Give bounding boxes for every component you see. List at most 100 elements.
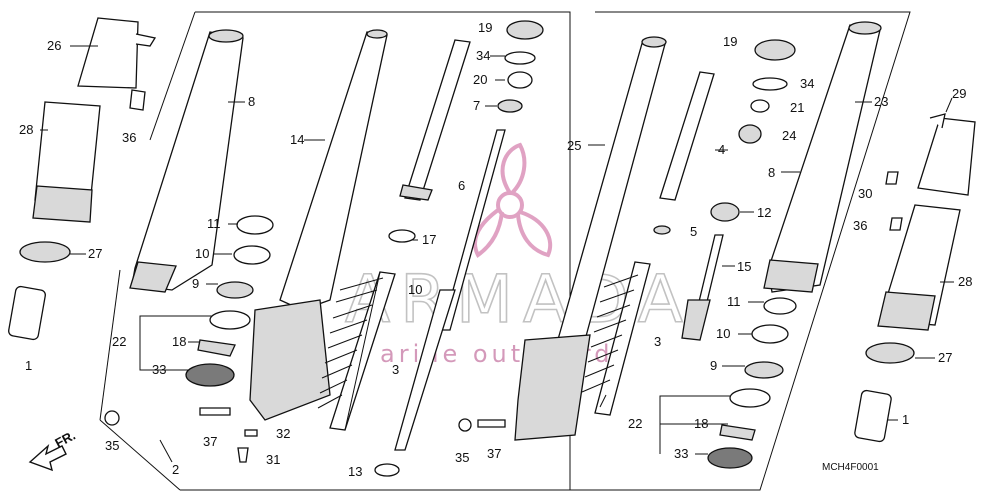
callout-23: 23: [874, 94, 888, 109]
callout-31: 31: [266, 452, 280, 467]
callout-2: 2: [172, 462, 179, 477]
callout-7: 7: [473, 98, 480, 113]
callout-34b: 34: [800, 76, 814, 91]
part-13-bolt: [374, 463, 400, 477]
part-26-boot: [77, 17, 157, 89]
callout-9b: 9: [710, 358, 717, 373]
part-18-clip: [197, 339, 236, 357]
part-24-collar: [738, 124, 762, 144]
callout-5: 5: [690, 224, 697, 239]
callout-34: 34: [476, 48, 490, 63]
part-7-seat: [497, 99, 523, 113]
part-37-bolt: [199, 407, 231, 416]
direction-label: FR.: [52, 428, 78, 451]
part-3-spring-right: [581, 261, 651, 416]
callout-27b: 27: [938, 350, 952, 365]
callout-12: 12: [757, 205, 771, 220]
callout-37: 37: [203, 434, 217, 449]
part-17-ring: [388, 229, 416, 243]
callout-22: 22: [112, 334, 126, 349]
callout-18: 18: [172, 334, 186, 349]
callout-labels: 26 28 27 1 36 8 14 11 10 9 22 18 33 37 3…: [19, 20, 972, 479]
callout-37b: 37: [487, 446, 501, 461]
watermark: ARMADA arine outboards: [344, 142, 684, 368]
callout-19: 19: [478, 20, 492, 35]
part-8-outer-tube: [129, 29, 244, 293]
callout-10b: 10: [716, 326, 730, 341]
callout-36b: 36: [853, 218, 867, 233]
part-37-bolt-right: [477, 419, 506, 428]
part-27-ring: [19, 241, 71, 263]
part-36-screw: [129, 89, 146, 111]
callout-8: 8: [248, 94, 255, 109]
callout-33b: 33: [674, 446, 688, 461]
part-31-bolt: [237, 447, 249, 463]
part-25-fork-pipe: [514, 36, 667, 441]
callout-1: 1: [25, 358, 32, 373]
part-11-bushing-right: [763, 297, 797, 315]
callout-17: 17: [422, 232, 436, 247]
part-9-washer: [216, 281, 254, 299]
part-15-rebound-spring: [681, 299, 711, 341]
part-6-damper-rod: [394, 129, 506, 451]
callout-35b: 35: [455, 450, 469, 465]
callout-27: 27: [88, 246, 102, 261]
callout-22b: 22: [628, 416, 642, 431]
callout-3b: 3: [654, 334, 661, 349]
part-21-nut: [750, 99, 770, 113]
part-18-clip-right: [719, 424, 756, 441]
part-14-fork-pipe: [249, 29, 388, 421]
part-27-ring-right: [865, 342, 915, 364]
callout-29: 29: [952, 86, 966, 101]
part-22-seal: [209, 310, 251, 330]
callout-28: 28: [19, 122, 33, 137]
front-arrow-icon: [28, 443, 67, 472]
callout-10: 10: [195, 246, 209, 261]
watermark-subtitle: arine outboards: [380, 340, 630, 368]
callout-21: 21: [790, 100, 804, 115]
part-12-nut: [710, 202, 740, 222]
callout-25: 25: [567, 138, 581, 153]
part-4-damper-tube-left: [399, 39, 471, 201]
front-direction-marker: FR.: [28, 428, 78, 472]
part-34-oring: [504, 51, 536, 65]
callout-13: 13: [348, 464, 362, 479]
part-1-reflector: [8, 285, 46, 341]
part-5-washer: [653, 225, 671, 235]
callout-26: 26: [47, 38, 61, 53]
callout-4: 4: [718, 142, 725, 157]
callout-32: 32: [276, 426, 290, 441]
callout-33: 33: [152, 362, 166, 377]
part-33-dust-seal: [185, 363, 235, 387]
callout-3: 3: [392, 362, 399, 377]
part-10-bushing: [233, 245, 271, 265]
callout-18b: 18: [694, 416, 708, 431]
part-35-cap-right: [458, 418, 472, 432]
diagram-code: MCH4F0001: [822, 462, 879, 473]
callout-8b: 8: [768, 165, 775, 180]
part-3-spring-left: [317, 271, 396, 431]
callout-6: 6: [458, 178, 465, 193]
group-frames: [99, 11, 911, 491]
callout-1b: 1: [902, 412, 909, 427]
part-11-bushing: [236, 215, 274, 235]
part-15-rod: [696, 234, 724, 311]
part-30-screw: [885, 171, 899, 185]
part-8-outer-tube-right: [763, 21, 882, 293]
callout-15: 15: [737, 259, 751, 274]
callout-11b: 11: [727, 294, 741, 309]
part-22-seal-right: [729, 388, 771, 408]
callout-14: 14: [290, 132, 304, 147]
part-33-dust-seal-right: [707, 447, 753, 469]
part-20-collar: [507, 71, 533, 89]
part-28-cover-right: [877, 204, 961, 331]
callout-30: 30: [858, 186, 872, 201]
callout-9: 9: [192, 276, 199, 291]
callout-24: 24: [782, 128, 796, 143]
part-35-cap: [104, 410, 120, 426]
part-19-cap-bolt-right: [754, 39, 796, 61]
callout-35: 35: [105, 438, 119, 453]
part-29-boot: [917, 113, 976, 196]
